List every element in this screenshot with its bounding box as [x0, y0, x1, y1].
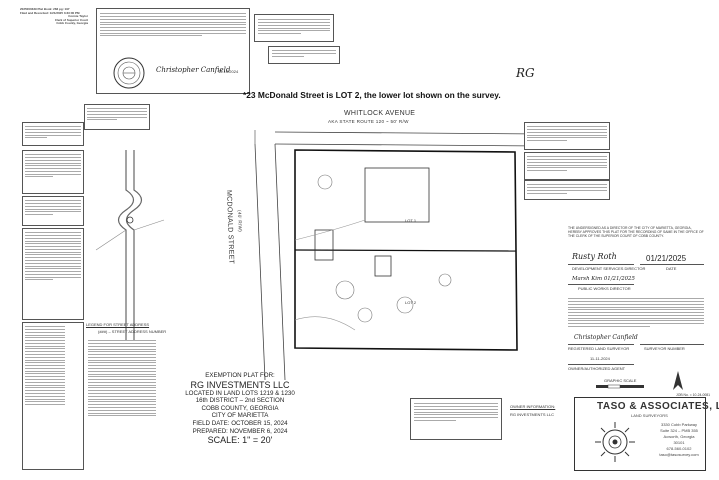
- certification-box-top: [254, 14, 334, 42]
- title-line-6: CITY OF MARIETTA: [211, 412, 269, 420]
- firm-addr-6: taso@tasosurvey.com: [659, 452, 699, 457]
- firm-addr-2: Suite 324 – PMB 355: [660, 428, 698, 433]
- recording-line-4: Clerk of Superior Court: [54, 18, 88, 22]
- abbreviations-box: [22, 322, 84, 470]
- title-line-8: PREPARED: NOVEMBER 6, 2024: [192, 427, 288, 435]
- firm-address: 3330 Cobb Parkway Suite 324 – PMB 355 Ac…: [655, 422, 703, 458]
- location-map: [95, 150, 165, 340]
- firm-addr-3: Acworth, Georgia: [663, 434, 695, 439]
- surveyor-stamp-signature: Christopher Canfield: [156, 66, 231, 74]
- date-label: DATE: [666, 266, 677, 271]
- recording-line-1: 2025000339 Plat Book: 283 pg: 197: [20, 8, 70, 11]
- survey-note-box-left: [22, 150, 84, 194]
- approval-date: 01/21/2025: [646, 254, 687, 263]
- general-notes-box: [22, 228, 84, 320]
- approval-note-box-1: [524, 122, 610, 150]
- firm-addr-5: 678-560-0102: [666, 446, 692, 451]
- survey-drawing: [254, 130, 545, 380]
- firm-sub: LAND SURVEYORS: [631, 413, 668, 418]
- title-block: EXEMPTION PLAT FOR: RG INVESTMENTS LLC L…: [160, 372, 320, 445]
- title-note-box: [410, 398, 502, 440]
- approval-text: THE UNDERSIGNED AS A DIRECTOR OF THE CIT…: [568, 226, 704, 239]
- recording-line-3: Connie Taylor: [68, 15, 88, 19]
- north-arrow-icon: [673, 371, 683, 390]
- owner-certificate-box: [22, 122, 84, 146]
- mcdonald-rw-label: (40' R/W): [237, 210, 243, 233]
- notes-box-top: [268, 46, 340, 64]
- title-line-2: RG INVESTMENTS LLC: [190, 379, 290, 390]
- director-label: DEVELOPMENT SERVICES DIRECTOR: [572, 266, 646, 271]
- legend-title: LEGEND FOR STREET ADDRESS: [86, 322, 150, 327]
- firm-logo-icon: [595, 422, 635, 462]
- surveyor-label: REGISTERED LAND SURVEYOR: [568, 346, 630, 351]
- lot-1-label: LOT 1: [405, 218, 417, 223]
- title-line-3: LOCATED IN LAND LOTS 1219 & 1230: [185, 389, 295, 397]
- vertical-datum-box: [22, 196, 84, 226]
- firm-title-block: TASO & ASSOCIATES, LLC LAND SURVEYORS 33…: [574, 397, 719, 471]
- owner-info-name: RG INVESTMENTS LLC: [510, 412, 555, 417]
- graphic-scale-bar: [596, 384, 644, 389]
- firm-addr-1: 3330 Cobb Parkway: [660, 422, 698, 427]
- legend-item: (###) – STREET ADDRESS NUMBER: [98, 329, 167, 334]
- recording-stamp: 2025000339 Plat Book: 283 pg: 197 Filed …: [20, 8, 88, 38]
- whitlock-aka-label: AKA STATE ROUTE 120 ~ 50' R/W: [328, 119, 409, 124]
- owner-info-title: OWNER INFORMATION:: [510, 404, 556, 409]
- job-number: JOB No. = 10-24-0081: [676, 393, 711, 397]
- surveyor-signature-bottom: Christopher Canfield: [574, 334, 638, 341]
- surveyor-certificate-box: [96, 8, 250, 94]
- approval-fine-print: [568, 296, 704, 329]
- surveyor-stamp-date: 11-13-2024: [218, 69, 239, 74]
- firm-name: TASO & ASSOCIATES, LLC: [597, 401, 719, 412]
- firm-addr-4: 30101: [673, 440, 685, 445]
- public-works-label: PUBLIC WORKS DIRECTOR: [578, 286, 631, 291]
- surveyor-number-label: SURVEYOR NUMBER: [644, 346, 685, 351]
- lot-2-label: LOT 2: [405, 300, 417, 305]
- recording-line-5: Cobb County, Georgia: [56, 22, 88, 26]
- approval-note-box-2: [524, 152, 610, 180]
- whitlock-avenue-label: WHITLOCK AVENUE: [344, 110, 416, 117]
- surveyor-seal-icon: [113, 57, 145, 89]
- surveyor-certificate-lower: [84, 104, 150, 130]
- public-works-signature: Marsh Kim 01/21/2025: [572, 276, 635, 282]
- graphic-scale-label: GRAPHIC SCALE: [604, 378, 637, 383]
- survey-note: *23 McDonald Street is LOT 2, the lower …: [243, 90, 501, 100]
- title-line-9: SCALE: 1" = 20': [207, 435, 273, 446]
- title-line-7: FIELD DATE: OCTOBER 15, 2024: [192, 419, 288, 427]
- title-line-1: EXEMPTION PLAT FOR:: [205, 372, 275, 379]
- title-line-5: COBB COUNTY, GEORGIA: [201, 404, 279, 412]
- recording-line-2: Filed and Recorded: 1/21/2025 3:33:00 PM: [20, 11, 80, 15]
- director-signature: Rusty Roth: [572, 252, 617, 261]
- approval-note-box-3: [524, 180, 610, 200]
- handwritten-initials: RG: [516, 66, 535, 80]
- property-info-block: [88, 338, 156, 418]
- title-line-4: 16th DISTRICT – 2nd SECTION: [195, 397, 285, 405]
- owner-agent-label: OWNER/AUTHORIZED AGENT: [568, 366, 626, 371]
- owner-date: 11-11-2024: [590, 356, 610, 361]
